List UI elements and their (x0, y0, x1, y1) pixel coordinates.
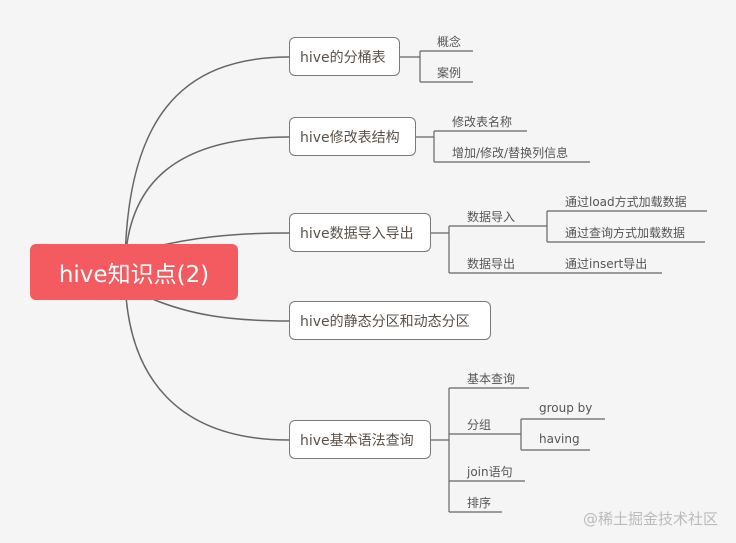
leaf-data-import[interactable]: 数据导入 (467, 210, 516, 224)
leaf-grouping[interactable]: 分组 (467, 418, 492, 432)
topic-alter-table[interactable]: hive修改表结构 (289, 117, 416, 156)
leaf-group-by[interactable]: group by (539, 401, 593, 415)
leaf-load-import[interactable]: 通过load方式加载数据 (565, 195, 687, 209)
leaf-concept[interactable]: 概念 (437, 35, 462, 49)
leaf-having[interactable]: having (539, 432, 580, 446)
leaf-example[interactable]: 案例 (437, 66, 462, 80)
watermark: @稀土掘金技术社区 (583, 510, 719, 528)
leaf-sort[interactable]: 排序 (467, 496, 492, 510)
topic-import-export[interactable]: hive数据导入导出 (289, 213, 431, 252)
root-topic[interactable]: hive知识点(2) (30, 244, 238, 300)
leaf-join[interactable]: join语句 (467, 465, 513, 479)
leaf-rename-table[interactable]: 修改表名称 (452, 115, 513, 129)
topic-bucket-table[interactable]: hive的分桶表 (289, 37, 400, 76)
leaf-data-export[interactable]: 数据导出 (467, 257, 516, 271)
leaf-query-import[interactable]: 通过查询方式加载数据 (565, 226, 686, 240)
topic-basic-query[interactable]: hive基本语法查询 (289, 420, 431, 459)
leaf-basic-select[interactable]: 基本查询 (467, 372, 516, 386)
topic-partitions[interactable]: hive的静态分区和动态分区 (289, 301, 491, 340)
leaf-modify-columns[interactable]: 增加/修改/替换列信息 (452, 146, 569, 160)
leaf-insert-export[interactable]: 通过insert导出 (565, 257, 648, 271)
